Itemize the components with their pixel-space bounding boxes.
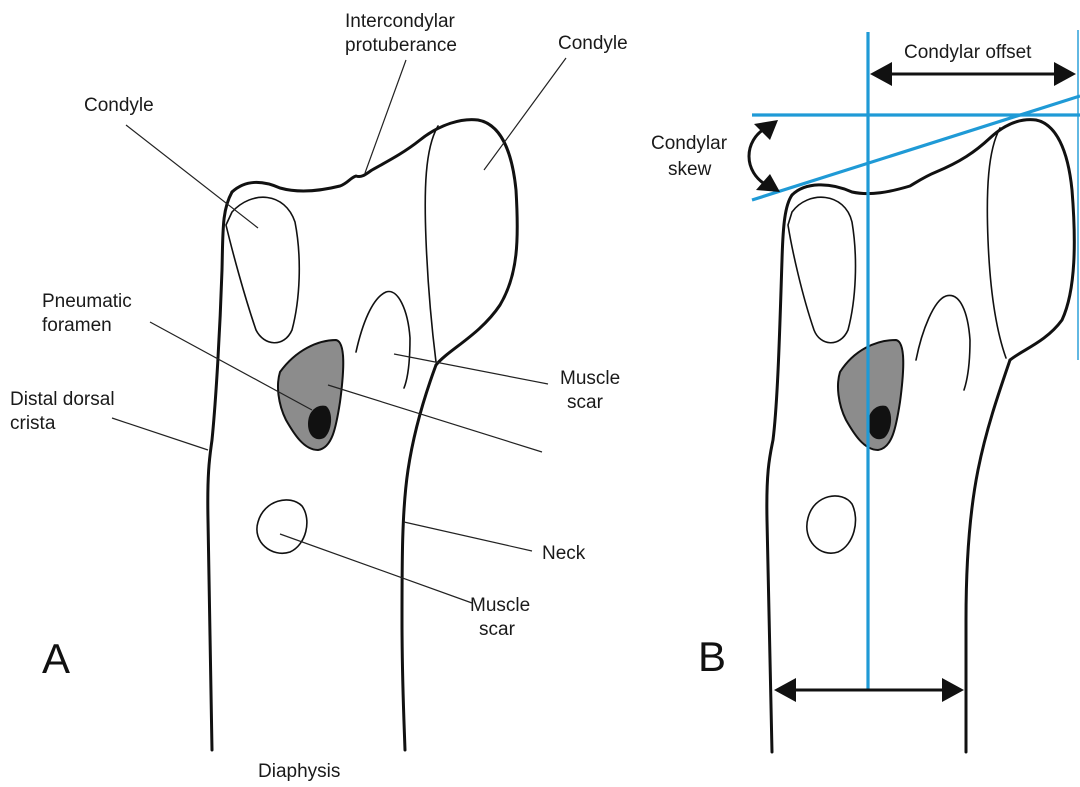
condylar-skew-arrowhead-bottom [756,174,780,192]
label-diaphysis: Diaphysis [258,761,340,782]
condylar-skew-arrow [749,128,768,186]
panel-a-left-edge [208,192,232,750]
panel-label-a: A [42,635,70,682]
label-muscle-scar-lower-line1: Muscle [470,595,530,616]
panel-a-right-condyle-line [425,126,438,362]
condylar-offset-arrowhead-left [870,62,892,86]
leader-neck [404,522,532,551]
label-condyle-right: Condyle [558,33,628,54]
panel-a-right-edge [402,365,436,750]
panel-a-drawing [208,120,517,750]
panel-b-left-condyle [788,197,855,343]
label-distal-dorsal-line1: Distal dorsal [10,389,115,410]
skew-line [752,96,1080,200]
leader-condyle-left [126,125,258,228]
label-condylar-skew-line1: Condylar [651,133,728,154]
panel-a-upper-muscle-scar [356,292,410,388]
width-arrowhead-left [774,678,796,702]
label-condyle-left: Condyle [84,95,154,116]
panel-b-left-edge [767,195,792,752]
label-muscle-scar-upper-line1: Muscle [560,368,620,389]
leader-foramen-region [328,385,542,452]
condylar-offset-arrowhead-right [1054,62,1076,86]
label-muscle-scar-lower-line2: scar [479,619,516,640]
panel-b-lower-muscle-scar [807,496,856,553]
panel-a-lower-muscle-scar [257,500,307,553]
label-intercondylar-line2: protuberance [345,35,457,56]
leader-intercondylar [365,60,406,173]
label-distal-dorsal-line2: crista [10,413,56,434]
width-arrowhead-right [942,678,964,702]
panel-b-right-edge [966,360,1010,752]
panel-a-left-condyle [226,197,299,343]
leader-distal-dorsal [112,418,208,450]
panel-label-b: B [698,633,726,680]
leader-muscle-scar-lower [280,534,472,603]
label-neck: Neck [542,543,586,564]
panel-a-top-contour [232,120,517,365]
condylar-skew-arrowhead-top [754,120,778,140]
panel-b-right-condyle-line [987,128,1006,358]
panel-b-upper-muscle-scar [916,295,970,390]
panel-b-arrows [749,62,1076,702]
label-condylar-offset: Condylar offset [904,42,1032,63]
label-pneumatic-line1: Pneumatic [42,291,132,312]
label-condylar-skew-line2: skew [668,159,712,180]
label-pneumatic-line2: foramen [42,315,112,336]
label-muscle-scar-upper-line2: scar [567,392,604,413]
panel-b-labels: Condylar offset Condylar skew B [651,42,1032,680]
leader-muscle-scar-upper [394,354,548,384]
panel-b-drawing [767,120,1074,752]
leader-condyle-right [484,58,566,170]
label-intercondylar-line1: Intercondylar [345,11,456,32]
panel-a-leaders [112,58,566,603]
panel-b-top-contour [792,120,1074,360]
